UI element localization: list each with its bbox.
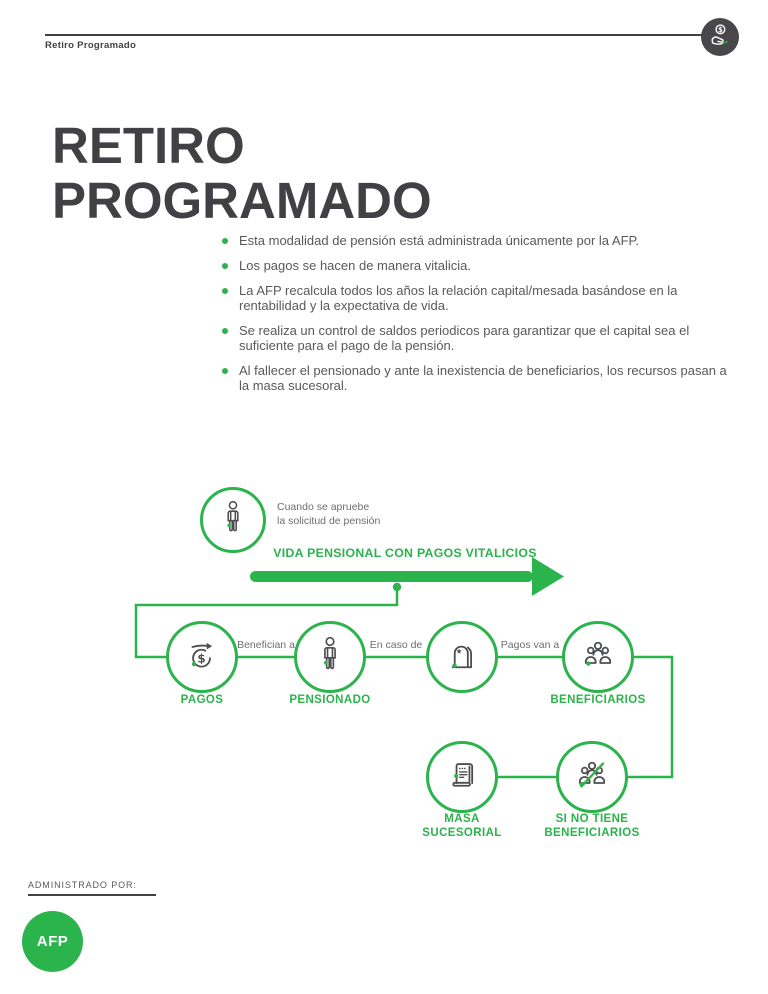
flow-node-beneficiarios bbox=[562, 621, 634, 693]
page-title-line2: PROGRAMADO bbox=[52, 172, 432, 229]
person-icon bbox=[312, 633, 348, 682]
administered-by-label: ADMINISTRADO POR: bbox=[28, 880, 137, 890]
bullet-icon bbox=[222, 237, 228, 244]
node-label-line: SUCESORIAL bbox=[422, 826, 502, 839]
node-label-line: MASA bbox=[444, 813, 480, 825]
scroll-icon bbox=[442, 755, 482, 800]
node-label-line: BENEFICIARIOS bbox=[544, 826, 640, 839]
bullet-icon bbox=[222, 327, 228, 334]
page-title: RETIRO PROGRAMADO bbox=[52, 118, 432, 228]
money-payment-icon: $ bbox=[182, 635, 222, 680]
edge-label-en-caso: En caso de bbox=[369, 639, 423, 651]
afp-logo-text: AFP bbox=[36, 933, 69, 950]
tombstone-icon bbox=[442, 635, 482, 680]
header-badge: $ bbox=[701, 18, 739, 56]
svg-text:$: $ bbox=[718, 25, 723, 33]
timeline-arrow-icon bbox=[250, 557, 564, 596]
list-item: Se realiza un control de saldos periodic… bbox=[222, 323, 727, 353]
bullet-text: Los pagos se hacen de manera vitalicia. bbox=[239, 258, 471, 273]
header-divider bbox=[45, 34, 703, 36]
bullet-icon bbox=[222, 367, 228, 374]
list-item: Los pagos se hacen de manera vitalicia. bbox=[222, 258, 727, 273]
hand-coin-icon: $ bbox=[707, 22, 733, 53]
afp-logo: AFP bbox=[22, 911, 83, 972]
connector-dot bbox=[392, 582, 402, 592]
node-label-masa-sucesorial: MASA SUCESORIAL bbox=[407, 813, 517, 840]
node-label-beneficiarios: BENEFICIARIOS bbox=[550, 694, 646, 706]
people-group-icon bbox=[578, 635, 618, 680]
edge-label-pagos-van: Pagos van a bbox=[500, 639, 560, 651]
bullet-icon bbox=[222, 287, 228, 294]
bullet-text: Esta modalidad de pensión está administr… bbox=[239, 233, 640, 248]
people-group-crossed-icon bbox=[572, 755, 612, 800]
start-caption-line1: Cuando se apruebe bbox=[277, 501, 370, 513]
bullet-icon bbox=[222, 262, 228, 269]
flow-node-sin-beneficiarios bbox=[556, 741, 628, 813]
edge-label-benefician: Benefician a bbox=[237, 639, 295, 651]
flow-node-fallecimiento bbox=[426, 621, 498, 693]
node-label-pagos: PAGOS bbox=[180, 694, 224, 706]
flow-node-start bbox=[200, 487, 266, 553]
node-label-pensionado: PENSIONADO bbox=[289, 694, 371, 706]
list-item: Al fallecer el pensionado y ante la inex… bbox=[222, 363, 727, 393]
node-label-sin-beneficiarios: SI NO TIENE BENEFICIARIOS bbox=[527, 813, 657, 840]
page-title-line1: RETIRO bbox=[52, 117, 245, 174]
start-caption: Cuando se apruebe la solicitud de pensió… bbox=[277, 501, 380, 528]
breadcrumb: Retiro Programado bbox=[45, 40, 137, 51]
svg-text:$: $ bbox=[197, 651, 205, 665]
person-icon bbox=[216, 497, 250, 544]
bullet-text: La AFP recalcula todos los años la relac… bbox=[239, 283, 678, 313]
bullet-text: Al fallecer el pensionado y ante la inex… bbox=[239, 363, 727, 393]
flow-node-pagos: $ bbox=[166, 621, 238, 693]
administered-by-underline bbox=[28, 894, 156, 896]
list-item: La AFP recalcula todos los años la relac… bbox=[222, 283, 727, 313]
bullet-list: Esta modalidad de pensión está administr… bbox=[222, 233, 727, 393]
bullet-text: Se realiza un control de saldos periodic… bbox=[239, 323, 690, 353]
flow-node-pensionado bbox=[294, 621, 366, 693]
flow-node-masa-sucesorial bbox=[426, 741, 498, 813]
node-label-line: SI NO TIENE bbox=[555, 813, 629, 825]
list-item: Esta modalidad de pensión está administr… bbox=[222, 233, 727, 248]
start-caption-line2: la solicitud de pensión bbox=[277, 514, 381, 527]
timeline-label: VIDA PENSIONAL CON PAGOS VITALICIOS bbox=[273, 546, 537, 560]
